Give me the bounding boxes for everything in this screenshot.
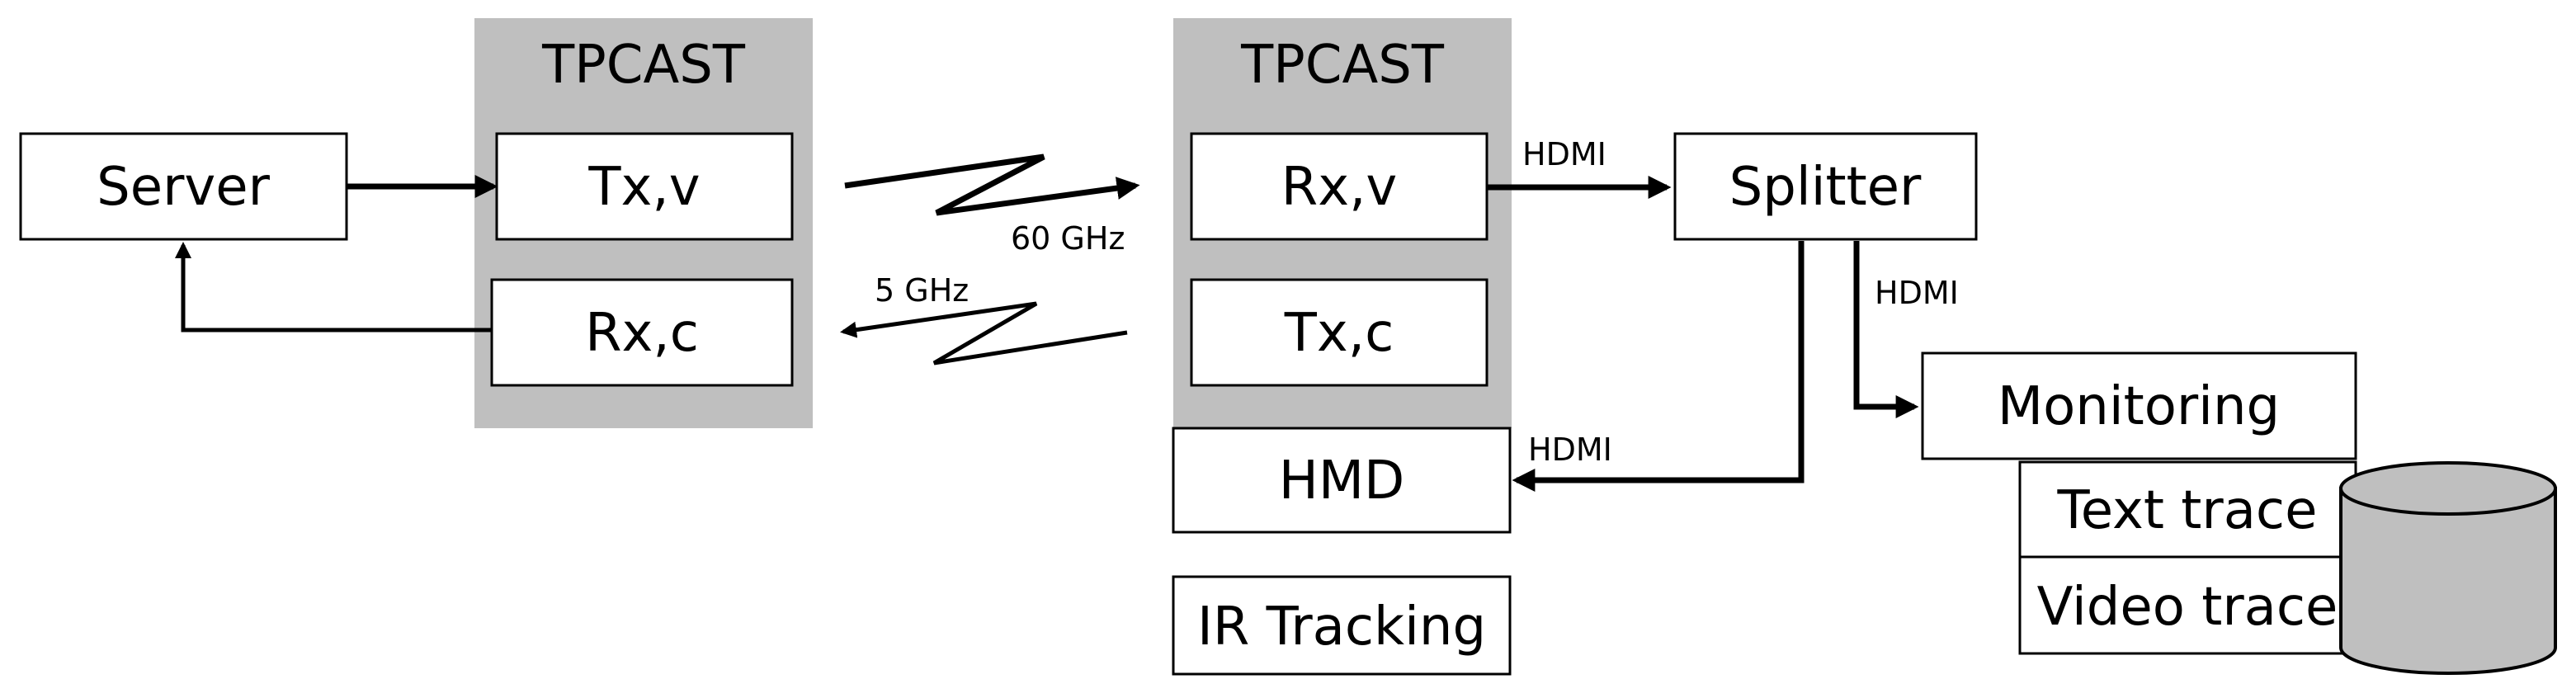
tpcast-left-title: TPCAST	[541, 35, 746, 96]
video-trace-label: Video trace	[2037, 577, 2338, 638]
rx-v-right-label: Rx,v	[1281, 157, 1398, 218]
splitter-to-hmd-arrow	[1512, 241, 1805, 492]
label-5ghz: 5 GHz	[875, 272, 969, 309]
ir-tracking-box	[1172, 575, 1512, 676]
rx-c-left-box	[490, 278, 794, 387]
label-hdmi-splitter-hmd: HDMI	[1528, 432, 1612, 468]
monitoring-label: Monitoring	[1998, 376, 2280, 437]
splitter-label: Splitter	[1729, 157, 1922, 218]
ir-tracking-label: IR Tracking	[1197, 597, 1486, 658]
tpcast-right-title: TPCAST	[1240, 35, 1445, 96]
text-trace-label: Text trace	[2057, 480, 2318, 541]
server-label: Server	[97, 157, 271, 218]
tx-v-left-label: Tx,v	[587, 157, 700, 218]
wireless-5ghz-link	[840, 301, 1128, 366]
server-box	[19, 132, 348, 241]
video-trace-box	[2018, 555, 2357, 655]
label-60ghz: 60 GHz	[1011, 220, 1125, 257]
label-hdmi-rx-splitter: HDMI	[1522, 136, 1606, 172]
rxc-to-server-arrow	[175, 242, 491, 332]
monitoring-box	[1921, 351, 2357, 460]
hmd-box	[1172, 427, 1512, 534]
database-icon	[2339, 461, 2557, 675]
label-hdmi-splitter-monitoring: HDMI	[1875, 275, 1959, 311]
splitter-to-monitoring-arrow	[1853, 241, 1919, 418]
wireless-60ghz-link	[844, 153, 1140, 216]
hmd-label: HMD	[1279, 450, 1405, 512]
rx-c-left-label: Rx,c	[585, 303, 699, 364]
tx-v-left-box	[495, 132, 794, 241]
tx-c-right-box	[1190, 278, 1489, 387]
text-trace-box	[2018, 460, 2357, 559]
rx-v-right-box	[1190, 132, 1489, 241]
tx-c-right-label: Tx,c	[1284, 303, 1394, 364]
splitter-box	[1673, 132, 1978, 241]
